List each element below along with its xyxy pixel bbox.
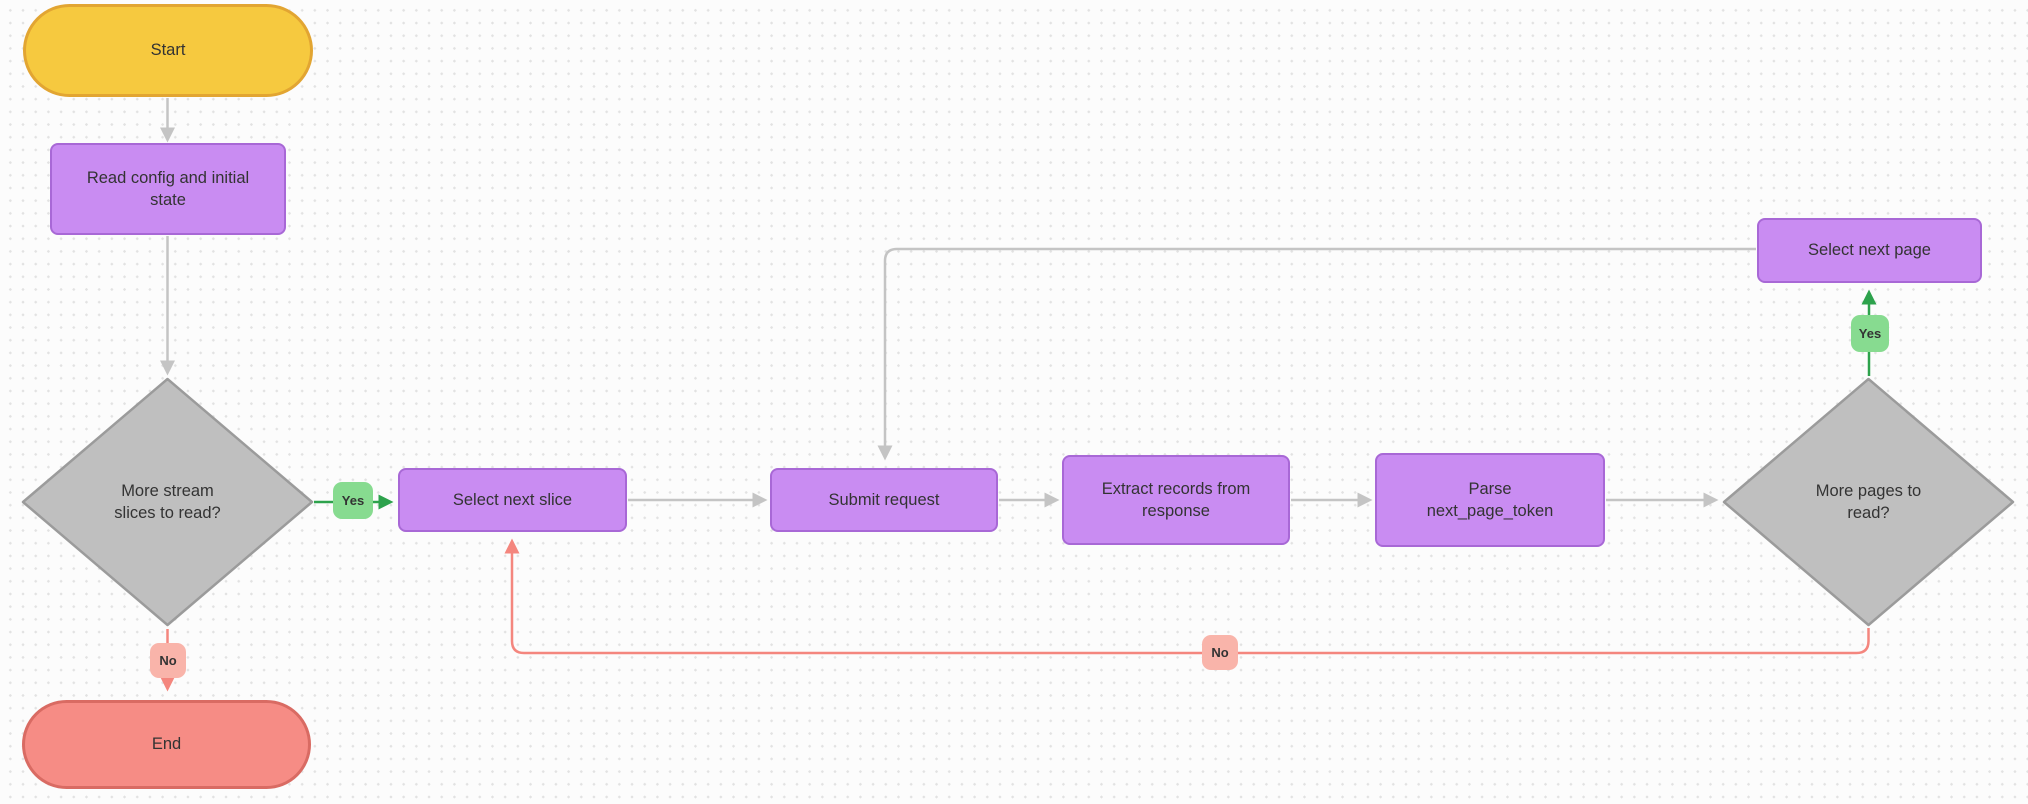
node-end: End (22, 700, 311, 789)
node-select-next-slice: Select next slice (398, 468, 627, 532)
edge-select-next-page-to-submit-request (877, 247, 1756, 461)
diamond-shape (1722, 377, 2015, 627)
node-extract-records: Extract records from response (1062, 455, 1290, 545)
node-decision-more-stream-slices: More stream slices to read? (21, 377, 314, 627)
edge-more-pages-no-to-select-next-slice (504, 538, 1870, 655)
node-decision-more-pages: More pages to read? (1722, 377, 2015, 627)
node-select-next-page-label: Select next page (1808, 241, 1931, 260)
node-extract-records-label: Extract records from response (1101, 479, 1251, 520)
edge-label-no-more-slices: No (150, 643, 186, 678)
node-submit-request-label: Submit request (828, 490, 940, 509)
edge-label-yes-more-pages-text: Yes (1858, 326, 1882, 341)
node-more-stream-slices-label: More stream slices to read? (114, 481, 221, 522)
edge-label-no-more-pages-text: No (1211, 645, 1229, 660)
edge-label-yes-more-pages: Yes (1851, 315, 1889, 352)
node-submit-request: Submit request (770, 468, 998, 532)
diamond-shape (21, 377, 314, 627)
edge-label-no-more-slices-text: No (159, 653, 177, 668)
node-read-config: Read config and initial state (50, 143, 286, 235)
node-read-config-label: Read config and initial state (86, 168, 250, 209)
edge-label-yes-more-slices-text: Yes (341, 493, 365, 508)
node-select-next-page: Select next page (1757, 218, 1982, 283)
node-parse-next-page-token: Parse next_page_token (1375, 453, 1605, 547)
edge-label-no-more-pages: No (1202, 635, 1238, 670)
edge-label-yes-more-slices: Yes (333, 482, 373, 519)
node-end-label: End (151, 735, 182, 754)
node-select-next-slice-label: Select next slice (452, 490, 573, 509)
node-parse-next-page-token-label: Parse next_page_token (1426, 479, 1554, 520)
node-start: Start (23, 4, 313, 97)
node-more-pages-label: More pages to read? (1815, 481, 1922, 522)
node-start-label: Start (150, 41, 186, 60)
